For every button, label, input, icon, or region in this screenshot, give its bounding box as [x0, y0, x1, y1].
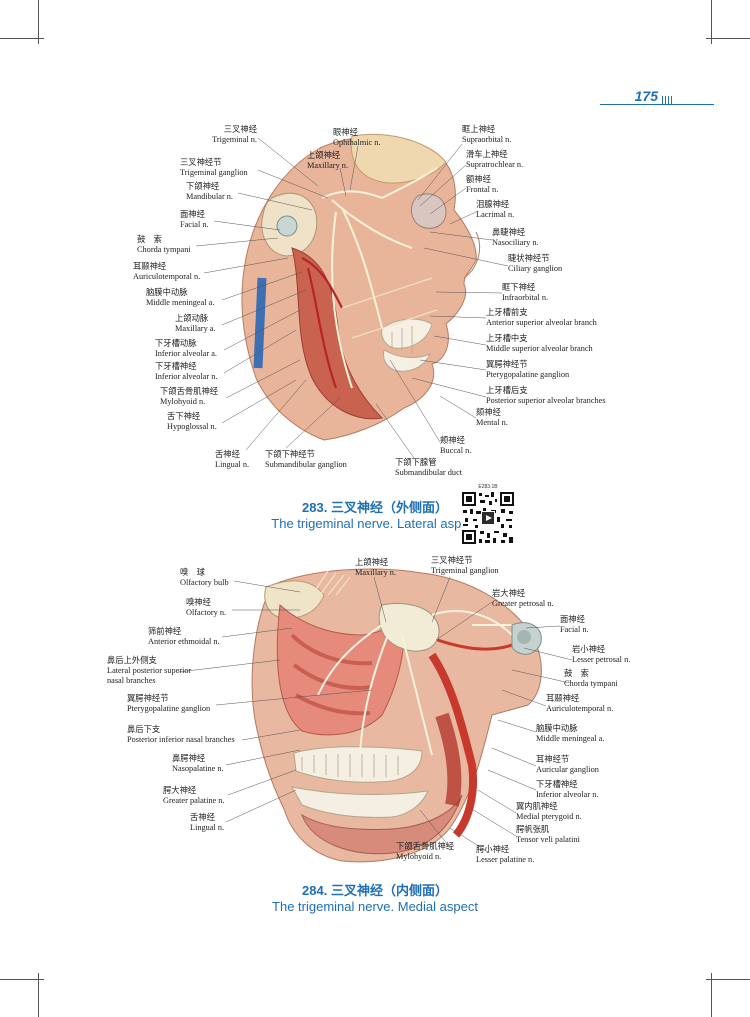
figure-283-caption-cn: 283. 三叉神经（外侧面）	[302, 500, 448, 515]
figure-284-caption: 284. 三叉神经（内侧面） The trigeminal nerve. Med…	[0, 883, 750, 915]
crop-mark	[711, 973, 712, 1017]
header-rule	[600, 104, 714, 105]
qr-code[interactable]: E283.1B	[461, 484, 515, 545]
medial-head-illustration	[251, 568, 542, 863]
lateral-head-illustration	[241, 133, 480, 441]
crop-mark	[706, 979, 750, 980]
crop-mark	[706, 38, 750, 39]
crop-mark	[38, 973, 39, 1017]
page-number: 175	[634, 88, 658, 104]
crop-mark	[0, 38, 44, 39]
figure-283-caption-en: The trigeminal nerve. Lateral aspect	[271, 516, 479, 531]
figure-283-caption: 283. 三叉神经（外侧面） The trigeminal nerve. Lat…	[0, 500, 750, 532]
figure-284-caption-en: The trigeminal nerve. Medial aspect	[272, 899, 478, 914]
crop-mark	[0, 979, 44, 980]
figure-284-caption-cn: 284. 三叉神经（内侧面）	[302, 883, 448, 898]
qr-code-icon	[461, 491, 515, 545]
crop-mark	[711, 0, 712, 44]
crop-mark	[38, 0, 39, 44]
qr-code-id: E283.1B	[478, 484, 498, 490]
